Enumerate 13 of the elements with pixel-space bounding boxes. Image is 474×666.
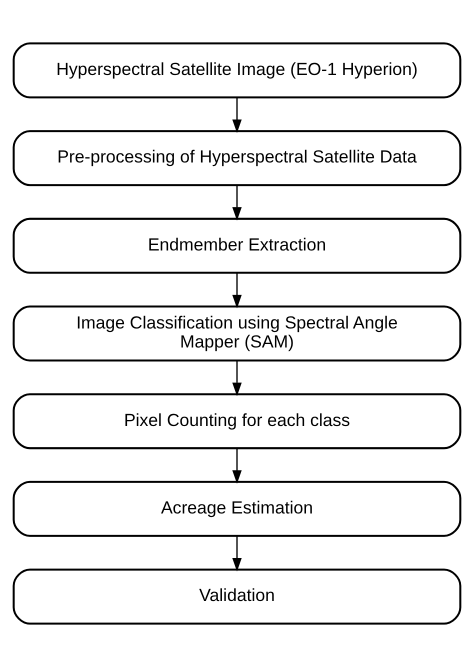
arrow bbox=[232, 184, 242, 220]
node-box: Pre-processing of Hyperspectral Satellite Data bbox=[12, 130, 462, 186]
arrow bbox=[232, 360, 242, 396]
arrow bbox=[232, 448, 242, 484]
node-box: Validation bbox=[12, 568, 462, 624]
node-box: Pixel Counting for each class bbox=[12, 392, 462, 449]
arrow bbox=[232, 97, 242, 132]
node-box: Hyperspectral Satellite Image (EO-1 Hyperion) bbox=[12, 42, 462, 98]
arrow bbox=[232, 536, 242, 571]
node-box: Endmember Extraction bbox=[12, 217, 462, 274]
node-box: Image Classification using Spectral Angle Mapper (SAM) bbox=[12, 305, 462, 361]
arrow bbox=[232, 272, 242, 308]
node-box: Acreage Estimation bbox=[12, 480, 462, 536]
